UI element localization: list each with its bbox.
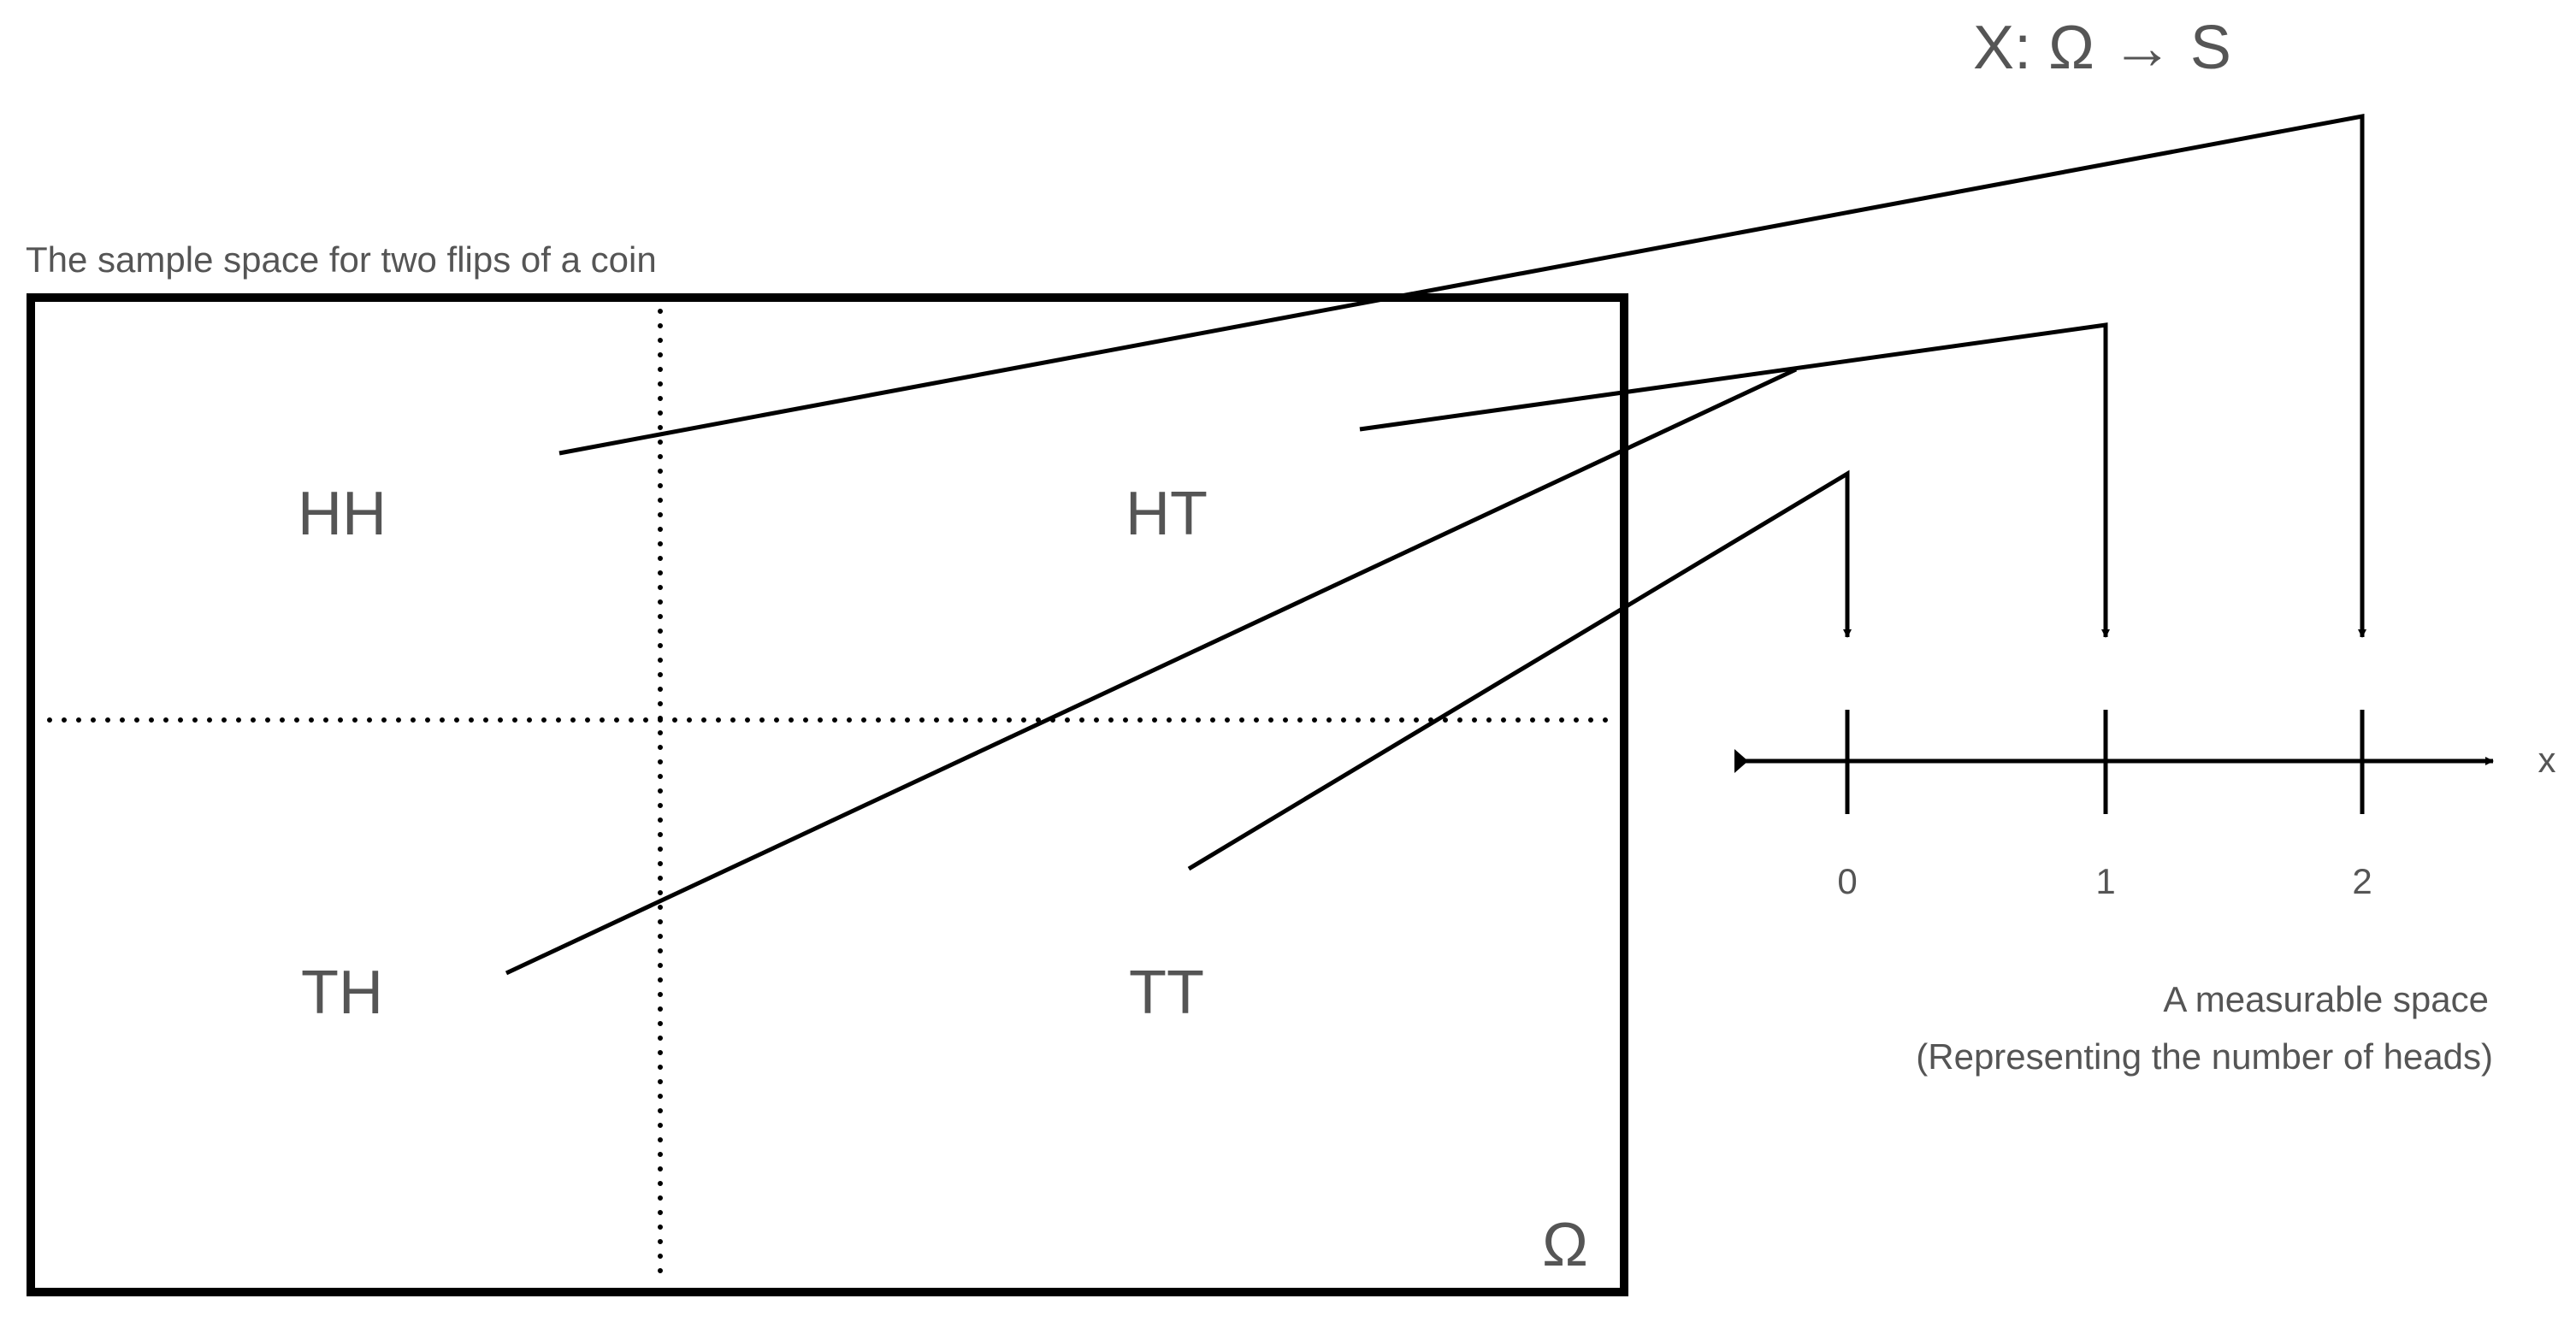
outcome-th: TH (301, 959, 383, 1027)
measurable-space-caption-line2: (Representing the number of heads) (1916, 1036, 2493, 1077)
mapping-line-th (505, 367, 1798, 976)
tick-label-1: 1 (2095, 861, 2115, 901)
mapping-label: X: Ω → S (1973, 14, 2231, 82)
sample-space-caption: The sample space for two flips of a coin (26, 239, 657, 280)
outcome-tt: TT (1129, 959, 1204, 1027)
outcome-hh: HH (298, 480, 387, 548)
axis-label-x: x (2538, 740, 2556, 780)
tick-label-2: 2 (2352, 861, 2372, 901)
mapping-line-hh (558, 113, 2366, 638)
number-line-left-cap (1734, 749, 1748, 773)
outcome-ht: HT (1126, 480, 1208, 548)
mapping-line-tt (1187, 469, 1852, 871)
tick-label-0: 0 (1837, 861, 1857, 901)
sample-space-box (27, 293, 1628, 1296)
mapping-line-ht (1359, 322, 2110, 638)
omega-symbol: Ω (1542, 1211, 1588, 1279)
measurable-space-caption-line1: A measurable space (2163, 979, 2489, 1019)
